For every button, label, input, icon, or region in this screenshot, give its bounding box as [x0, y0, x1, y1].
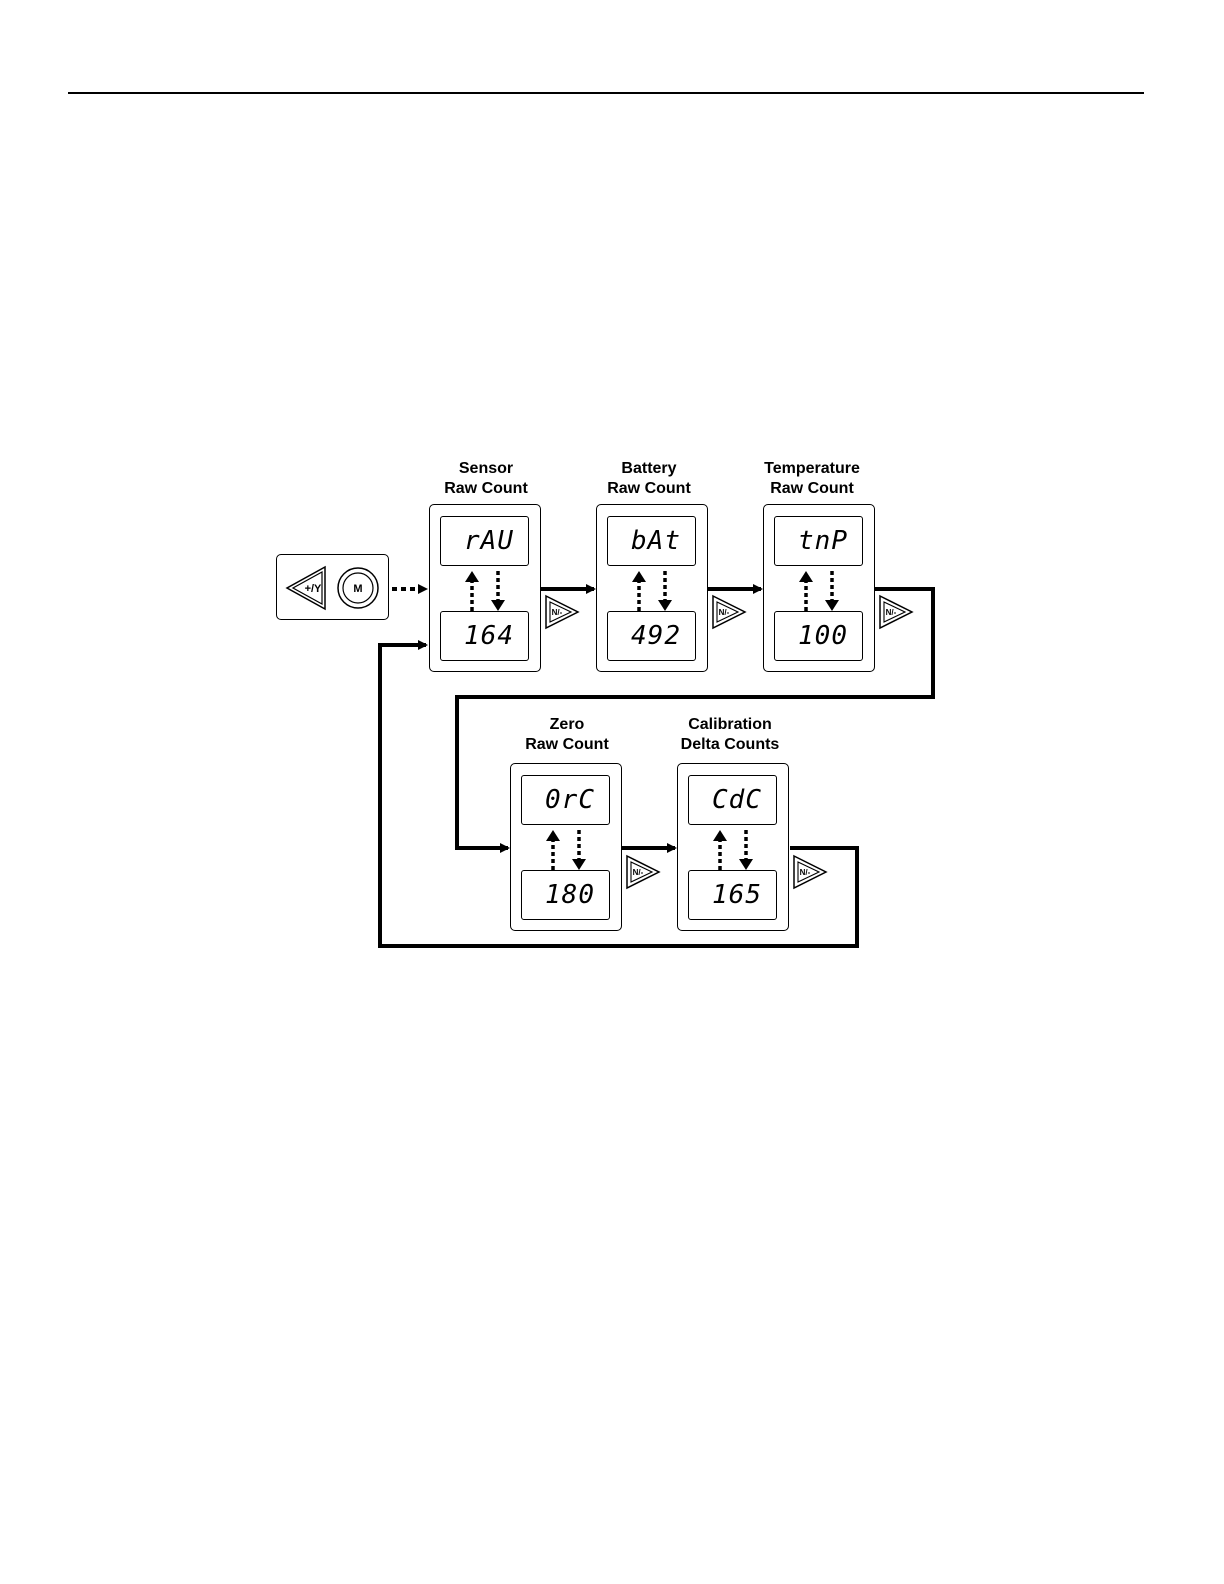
svg-text:M: M — [353, 583, 362, 595]
lcd-bottom-display: 164 — [440, 611, 529, 661]
stage-title-sensor: Sensor Raw Count — [401, 459, 571, 499]
lcd-bottom-display: 180 — [521, 870, 610, 920]
scroll-arrows — [511, 826, 623, 876]
stage-title-temperature: Temperature Raw Count — [727, 459, 897, 499]
up-arrow-icon — [465, 571, 479, 611]
keypad: +/Y M — [276, 554, 389, 620]
scroll-arrows — [764, 567, 876, 617]
lcd-bottom-display: 165 — [688, 870, 777, 920]
up-arrow-icon — [799, 571, 813, 611]
plus-yes-button-icon[interactable]: +/Y — [287, 567, 325, 609]
stage-panel-calibration: CdC 165 — [677, 763, 789, 931]
down-arrow-icon — [572, 830, 586, 870]
stage-panel-sensor: rAU 164 — [429, 504, 541, 672]
down-arrow-icon — [491, 571, 505, 611]
mode-button-icon[interactable]: M — [338, 568, 378, 608]
lcd-bottom-display: 492 — [607, 611, 696, 661]
svg-text:+/Y: +/Y — [305, 583, 322, 595]
lcd-top-display: bAt — [607, 516, 696, 566]
lcd-bottom-display: 100 — [774, 611, 863, 661]
lcd-top-display: CdC — [688, 775, 777, 825]
down-arrow-icon — [658, 571, 672, 611]
stage-title-battery: Battery Raw Count — [564, 459, 734, 499]
down-arrow-icon — [739, 830, 753, 870]
stage-panel-zero: 0rC 180 — [510, 763, 622, 931]
scroll-arrows — [430, 567, 542, 617]
up-arrow-icon — [632, 571, 646, 611]
lcd-top-display: 0rC — [521, 775, 610, 825]
stage-panel-battery: bAt 492 — [596, 504, 708, 672]
up-arrow-icon — [713, 830, 727, 870]
up-arrow-icon — [546, 830, 560, 870]
lcd-top-display: tnP — [774, 516, 863, 566]
down-arrow-icon — [825, 571, 839, 611]
scroll-arrows — [678, 826, 790, 876]
scroll-arrows — [597, 567, 709, 617]
stage-title-calibration: Calibration Delta Counts — [645, 715, 815, 755]
lcd-top-display: rAU — [440, 516, 529, 566]
stage-title-zero: Zero Raw Count — [482, 715, 652, 755]
stage-panel-temperature: tnP 100 — [763, 504, 875, 672]
